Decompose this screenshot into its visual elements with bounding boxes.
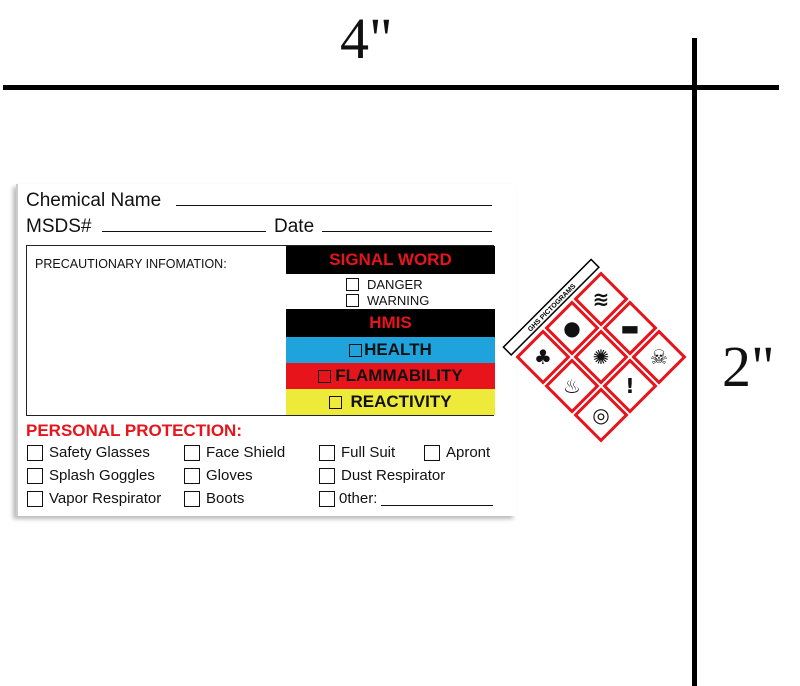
ppe-label: Apront: [446, 444, 491, 461]
svg-text:✺: ✺: [593, 345, 610, 369]
flame-icon: ♨: [544, 358, 600, 414]
ppe-other[interactable]: 0ther:: [319, 490, 494, 507]
svg-text:≋: ≋: [593, 287, 610, 311]
ppe-full-suit[interactable]: Full Suit: [319, 444, 395, 461]
ppe-label: Gloves: [206, 467, 253, 484]
svg-text:♨: ♨: [563, 374, 581, 398]
ppe-label: Full Suit: [341, 444, 396, 461]
hazard-panel: SIGNAL WORD DANGER WARNING HMIS HEALTH F…: [286, 246, 495, 415]
flammability-row[interactable]: FLAMMABILITY: [286, 363, 495, 389]
height-dimension-line: [692, 38, 697, 686]
chemical-label: Chemical Name MSDS# Date PRECAUTIONARY I…: [16, 184, 687, 516]
width-dimension-label: 4": [340, 6, 393, 71]
flammability-label: FLAMMABILITY: [335, 366, 463, 385]
svg-text:●: ●: [563, 316, 580, 340]
health-row[interactable]: HEALTH: [286, 337, 495, 363]
msds-field[interactable]: [102, 231, 266, 232]
ppe-label: Dust Respirator: [341, 467, 446, 484]
ppe-boots[interactable]: Boots: [184, 490, 244, 507]
corrosion-icon: ≋: [573, 271, 629, 327]
hmis-header: HMIS: [286, 309, 495, 337]
svg-text:!: !: [625, 374, 634, 398]
warning-label: WARNING: [367, 293, 430, 308]
ppe-label: Safety Glasses: [49, 444, 150, 461]
ppe-label: 0ther:: [339, 490, 378, 507]
chemical-name-label: Chemical Name: [26, 190, 162, 211]
svg-text:♣: ♣: [534, 345, 552, 369]
reactivity-label: REACTIVITY: [350, 392, 452, 411]
flame-over-circle-icon: ◎: [573, 387, 629, 443]
gas-cylinder-icon: ▬: [602, 300, 658, 356]
ppe-vapor-respirator[interactable]: Vapor Respirator: [27, 490, 161, 507]
danger-option[interactable]: DANGER: [346, 277, 423, 292]
other-field[interactable]: [381, 491, 494, 506]
svg-text:☠: ☠: [650, 345, 668, 369]
reactivity-row[interactable]: REACTIVITY: [286, 389, 495, 415]
ppe-safety-glasses[interactable]: Safety Glasses: [27, 444, 150, 461]
ghs-pictograms: GHS PICTOGRAMS ≋▬☠●✺!♣♨◎: [502, 258, 687, 443]
ppe-dust-respirator[interactable]: Dust Respirator: [319, 467, 445, 484]
health-hazard-icon: ●: [544, 300, 600, 356]
ppe-label: Vapor Respirator: [49, 490, 162, 507]
health-label: HEALTH: [364, 340, 432, 359]
skull-crossbones-icon: ☠: [631, 329, 687, 385]
svg-text:◎: ◎: [592, 403, 609, 427]
date-field[interactable]: [322, 231, 492, 232]
signal-word-header: SIGNAL WORD: [286, 246, 495, 274]
exploding-bomb-icon: ✺: [573, 329, 629, 385]
precautionary-label: PRECAUTIONARY INFOMATION:: [35, 257, 227, 271]
ppe-label: Splash Goggles: [49, 467, 155, 484]
environment-icon: ♣: [515, 329, 571, 385]
personal-protection-heading: PERSONAL PROTECTION:: [26, 421, 242, 440]
svg-text:▬: ▬: [621, 316, 640, 340]
date-label: Date: [274, 216, 315, 237]
ppe-gloves[interactable]: Gloves: [184, 467, 253, 484]
ppe-splash-goggles[interactable]: Splash Goggles: [27, 467, 155, 484]
info-panel: PRECAUTIONARY INFOMATION: SIGNAL WORD DA…: [26, 245, 495, 416]
ppe-apron[interactable]: Apront: [424, 444, 490, 461]
ppe-label: Face Shield: [206, 444, 286, 461]
msds-label: MSDS#: [26, 216, 92, 237]
danger-label: DANGER: [367, 277, 423, 292]
width-dimension-line: [3, 85, 779, 90]
exclamation-mark-icon: !: [602, 358, 658, 414]
height-dimension-label: 2": [722, 334, 775, 399]
ppe-face-shield[interactable]: Face Shield: [184, 444, 285, 461]
signal-options: DANGER WARNING: [286, 274, 495, 309]
chemical-name-field[interactable]: [176, 205, 492, 206]
ppe-label: Boots: [206, 490, 245, 507]
warning-option[interactable]: WARNING: [346, 293, 429, 308]
